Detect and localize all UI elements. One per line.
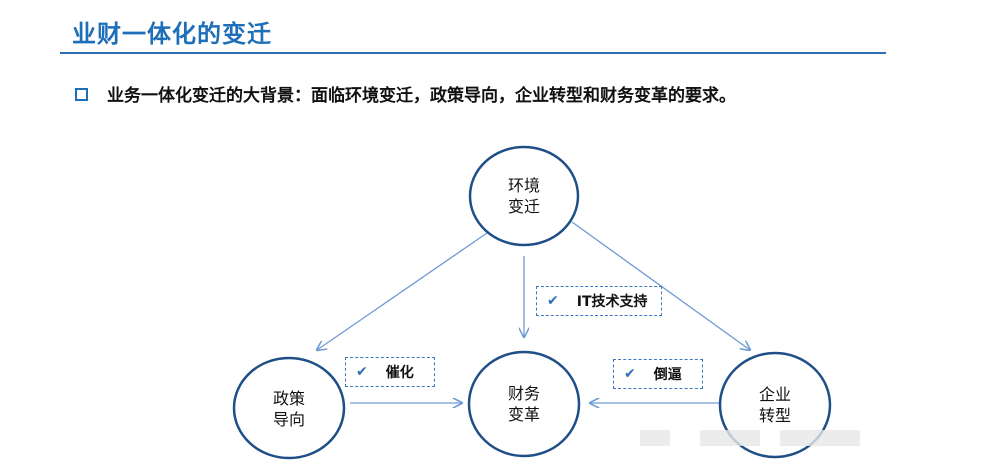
- tag-it-support: ✔ IT技术支持: [536, 286, 662, 316]
- background-statement: 业务一体化变迁的大背景：面临环境变迁，政策导向，企业转型和财务变革的要求。: [107, 86, 736, 106]
- tag-force-label: 倒逼: [653, 367, 682, 383]
- tag-force: ✔ 倒逼: [613, 359, 703, 389]
- node-finance-line2: 变革: [507, 405, 540, 424]
- tag-catalyze-label: 催化: [385, 365, 414, 381]
- node-policy-line1: 政策: [272, 389, 305, 408]
- node-enterprise-line1: 企业: [758, 385, 791, 404]
- check-icon: ✔: [624, 366, 636, 382]
- node-environment-label: 环境 变迁: [469, 175, 579, 217]
- watermark-blur: [700, 430, 760, 446]
- node-enterprise-line2: 转型: [758, 406, 791, 425]
- tag-it-support-label: IT技术支持: [576, 294, 648, 310]
- node-environment-line2: 变迁: [507, 197, 540, 216]
- square-bullet-icon: [75, 88, 88, 101]
- page-title: 业财一体化的变迁: [72, 20, 272, 48]
- watermark-blur: [780, 430, 860, 446]
- node-environment-circle: [468, 145, 580, 247]
- watermark-blur: [640, 430, 670, 446]
- node-policy-circle: [232, 356, 346, 460]
- tag-catalyze: ✔ 催化: [345, 357, 435, 387]
- node-environment-line1: 环境: [507, 176, 540, 195]
- node-enterprise-label: 企业 转型: [720, 384, 830, 426]
- node-finance-label: 财务 变革: [469, 383, 579, 425]
- title-divider: [60, 52, 886, 54]
- arrow-environment-to-policy: [317, 232, 488, 350]
- node-finance-circle: [467, 350, 581, 458]
- node-policy-line2: 导向: [272, 410, 305, 429]
- node-policy-label: 政策 导向: [234, 388, 344, 430]
- check-icon: ✔: [547, 293, 559, 309]
- check-icon: ✔: [356, 364, 368, 380]
- node-finance-line1: 财务: [507, 384, 540, 403]
